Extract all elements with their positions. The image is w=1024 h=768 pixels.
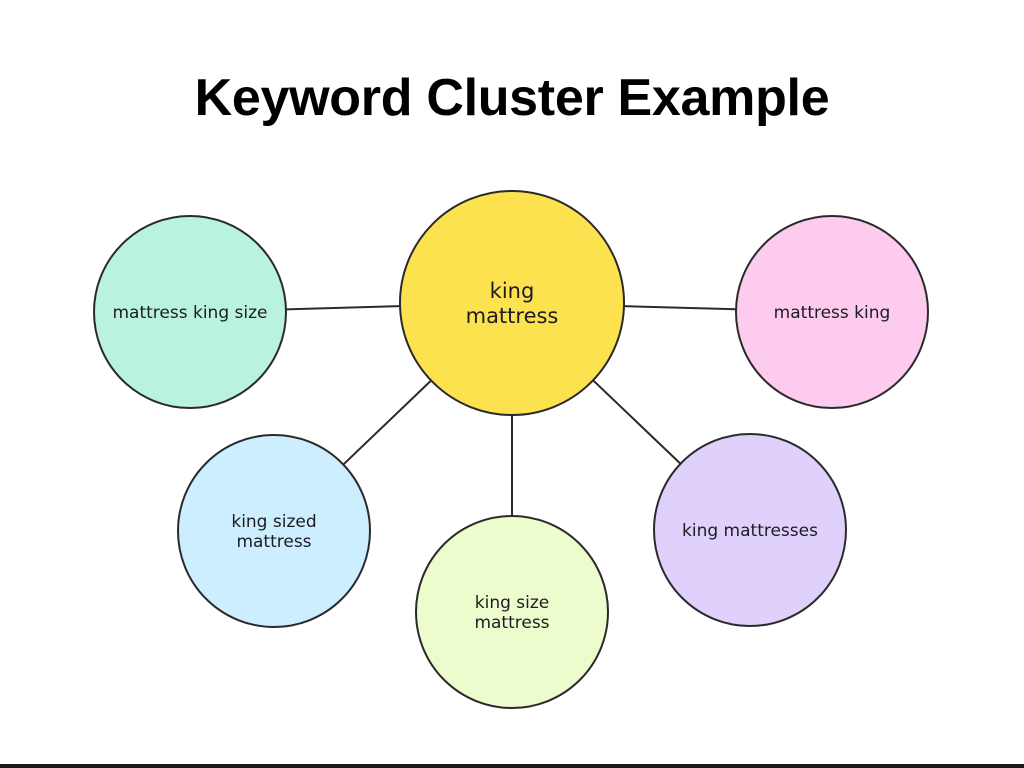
- keyword-circle: [93, 215, 287, 409]
- connector-line-king-sized-mattress: [342, 379, 432, 466]
- keyword-circle: [399, 190, 625, 416]
- keyword-label: king size: [475, 593, 550, 613]
- keyword-node-king-mattresses: king mattresses: [653, 433, 847, 627]
- keyword-label: king: [490, 279, 535, 303]
- diagram-title: Keyword Cluster Example: [194, 69, 830, 127]
- keyword-circle: [415, 515, 609, 709]
- keyword-label: mattress king: [774, 303, 891, 323]
- keyword-label: mattress: [236, 532, 311, 552]
- keyword-label: king sized: [231, 512, 316, 532]
- connector-line-mattress-king-size: [285, 305, 401, 311]
- keyword-label: mattress: [466, 304, 559, 328]
- bottom-border: [0, 764, 1024, 768]
- connector-lines: [285, 305, 737, 516]
- keyword-label: mattress king size: [112, 303, 267, 323]
- keyword-circle: [653, 433, 847, 627]
- keyword-label: mattress: [474, 613, 549, 633]
- connector-line-king-mattresses: [592, 379, 682, 465]
- keyword-circle: [735, 215, 929, 409]
- keyword-circle: [177, 434, 371, 628]
- keyword-label: king mattresses: [682, 521, 818, 541]
- keyword-node-mattress-king-size: mattress king size: [93, 215, 287, 409]
- connector-line-mattress-king: [623, 305, 737, 311]
- keyword-node-mattress-king: mattress king: [735, 215, 929, 409]
